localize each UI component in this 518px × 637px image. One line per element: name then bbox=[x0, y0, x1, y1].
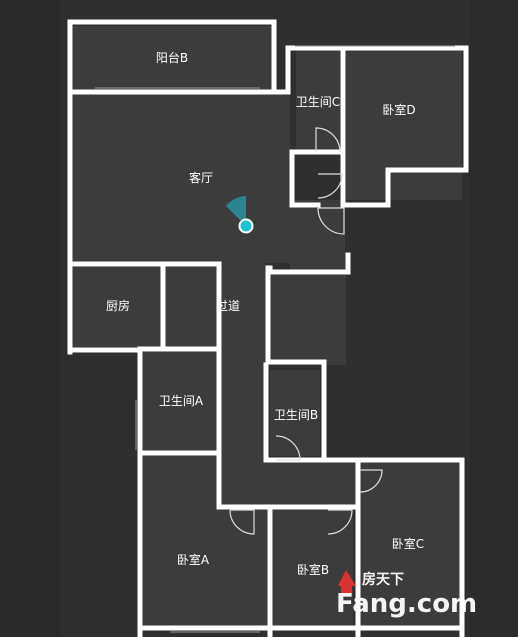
door-bath-b bbox=[275, 435, 301, 461]
room-label-living-room: 客厅 bbox=[189, 170, 213, 185]
doors bbox=[229, 127, 383, 535]
background-dark-band bbox=[0, 0, 60, 637]
door-bedroom-d bbox=[317, 173, 343, 199]
room-label-kitchen: 厨房 bbox=[106, 298, 130, 313]
watermark: 房天下 Fang.com bbox=[336, 570, 477, 619]
door-bedroom-c bbox=[359, 469, 383, 493]
door-bath-c bbox=[315, 127, 341, 153]
watermark-en: Fang.com bbox=[336, 589, 477, 619]
room-label-bath-b: 卫生间B bbox=[274, 408, 318, 422]
walls bbox=[67, 19, 469, 637]
room-label-balcony-b: 阳台B bbox=[156, 50, 188, 65]
door-bedroom-b bbox=[327, 509, 353, 535]
watermark-cn: 房天下 bbox=[362, 571, 404, 588]
background-dark-band-right bbox=[470, 0, 518, 637]
windows bbox=[95, 45, 455, 633]
room-label-bedroom-b: 卧室B bbox=[297, 562, 329, 577]
room-label-bath-a: 卫生间A bbox=[159, 394, 204, 408]
door-living-right bbox=[317, 207, 345, 235]
door-bedroom-a bbox=[229, 509, 255, 535]
room-label-corridor: 过道 bbox=[216, 299, 240, 313]
room-label-bath-c: 卫生间C bbox=[296, 95, 340, 109]
room-label-bedroom-c: 卧室C bbox=[392, 536, 424, 551]
floor-areas bbox=[73, 26, 462, 626]
camera-viewpoint-icon[interactable] bbox=[226, 196, 254, 234]
room-label-bedroom-a: 卧室A bbox=[177, 552, 210, 567]
room-label-bedroom-d: 卧室D bbox=[382, 102, 415, 117]
fang-house-logo-icon bbox=[338, 570, 356, 596]
